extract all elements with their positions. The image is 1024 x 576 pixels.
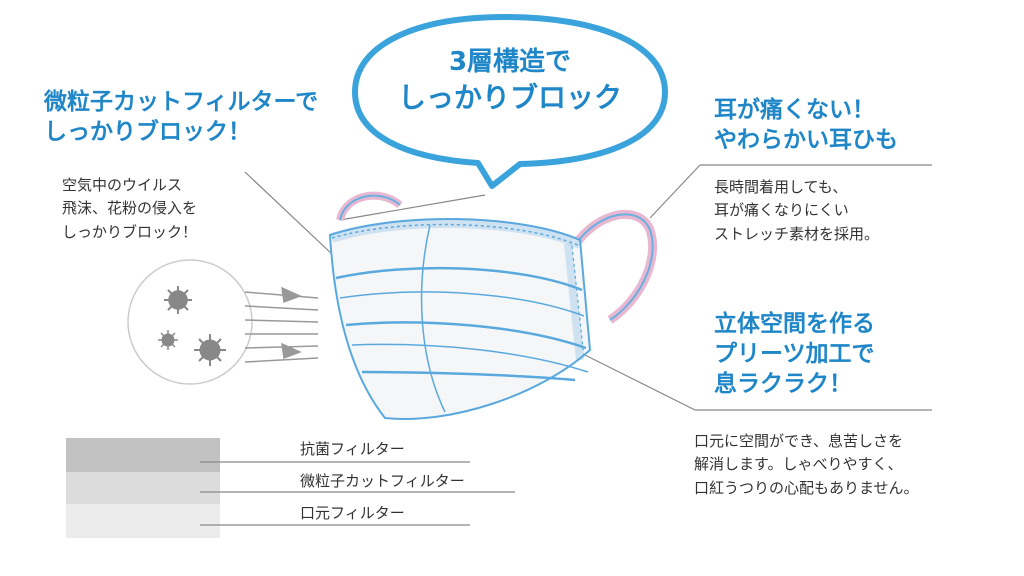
layer-label-antibacterial: 抗菌フィルター	[300, 440, 405, 458]
speech-bubble	[352, 14, 668, 189]
virus-icon	[194, 334, 226, 366]
left-heading: 微粒子カットフィルターで しっかりブロック！	[44, 88, 318, 148]
ear-desc-line-1: 長時間着用しても、	[714, 178, 848, 196]
pleat-heading: 立体空間を作る プリーツ加工で 息ラクラク！	[714, 310, 875, 400]
mask-illustration	[328, 191, 658, 420]
ear-loop-heading: 耳が痛くない！ やわらかい耳ひも	[714, 96, 898, 156]
pleat-heading-line-3: 息ラクラク！	[714, 370, 852, 397]
leader-lines	[244, 164, 932, 411]
pleat-desc-line-2: 解消します。しゃべりやすく、	[694, 455, 903, 474]
bubble-line-1: 3層構造で	[448, 47, 572, 77]
virus-icon	[164, 286, 192, 314]
arrow-icon	[244, 286, 319, 363]
left-heading-line-2: しっかりブロック！	[44, 118, 251, 145]
ear-desc-line-3: ストレッチ素材を採用。	[714, 224, 880, 243]
layer-label-mouth: 口元フィルター	[300, 504, 405, 522]
left-desc-line-2: 飛沫、花粉の侵入を	[62, 199, 198, 218]
pleat-desc-line-1: 口元に空間ができ、息苦しさを	[694, 432, 903, 450]
layer-antibacterial	[66, 438, 220, 472]
layer-label-fine-particle: 微粒子カットフィルター	[300, 472, 465, 490]
bubble-line-2: しっかりブロック	[397, 80, 622, 114]
pleat-heading-line-2: プリーツ加工で	[714, 340, 875, 367]
virus-illustration	[127, 259, 253, 385]
filter-layer-stack	[66, 438, 515, 538]
ear-desc-line-2: 耳が痛くなりにくい	[714, 201, 849, 220]
left-heading-line-1: 微粒子カットフィルターで	[44, 89, 319, 115]
pleat-heading-line-1: 立体空間を作る	[714, 311, 875, 337]
bubble-text: 3層構造で しっかりブロック	[360, 46, 660, 116]
ear-heading-line-1: 耳が痛くない！	[714, 97, 875, 123]
ear-heading-line-2: やわらかい耳ひも	[714, 126, 898, 153]
ear-loop-description: 長時間着用しても、 耳が痛くなりにくい ストレッチ素材を採用。	[714, 176, 879, 246]
left-description: 空気中のウイルス 飛沫、花粉の侵入を しっかりブロック！	[62, 174, 197, 244]
pleat-desc-line-3: 口紅うつりの心配もありません。	[694, 478, 919, 497]
layer-fine-particle	[66, 472, 220, 504]
left-desc-line-3: しっかりブロック！	[62, 222, 198, 241]
left-desc-line-1: 空気中のウイルス	[62, 176, 183, 194]
virus-icon	[158, 330, 178, 350]
layer-mouth	[66, 504, 220, 538]
pleat-description: 口元に空間ができ、息苦しさを 解消します。しゃべりやすく、 口紅うつりの心配もあ…	[694, 430, 919, 500]
